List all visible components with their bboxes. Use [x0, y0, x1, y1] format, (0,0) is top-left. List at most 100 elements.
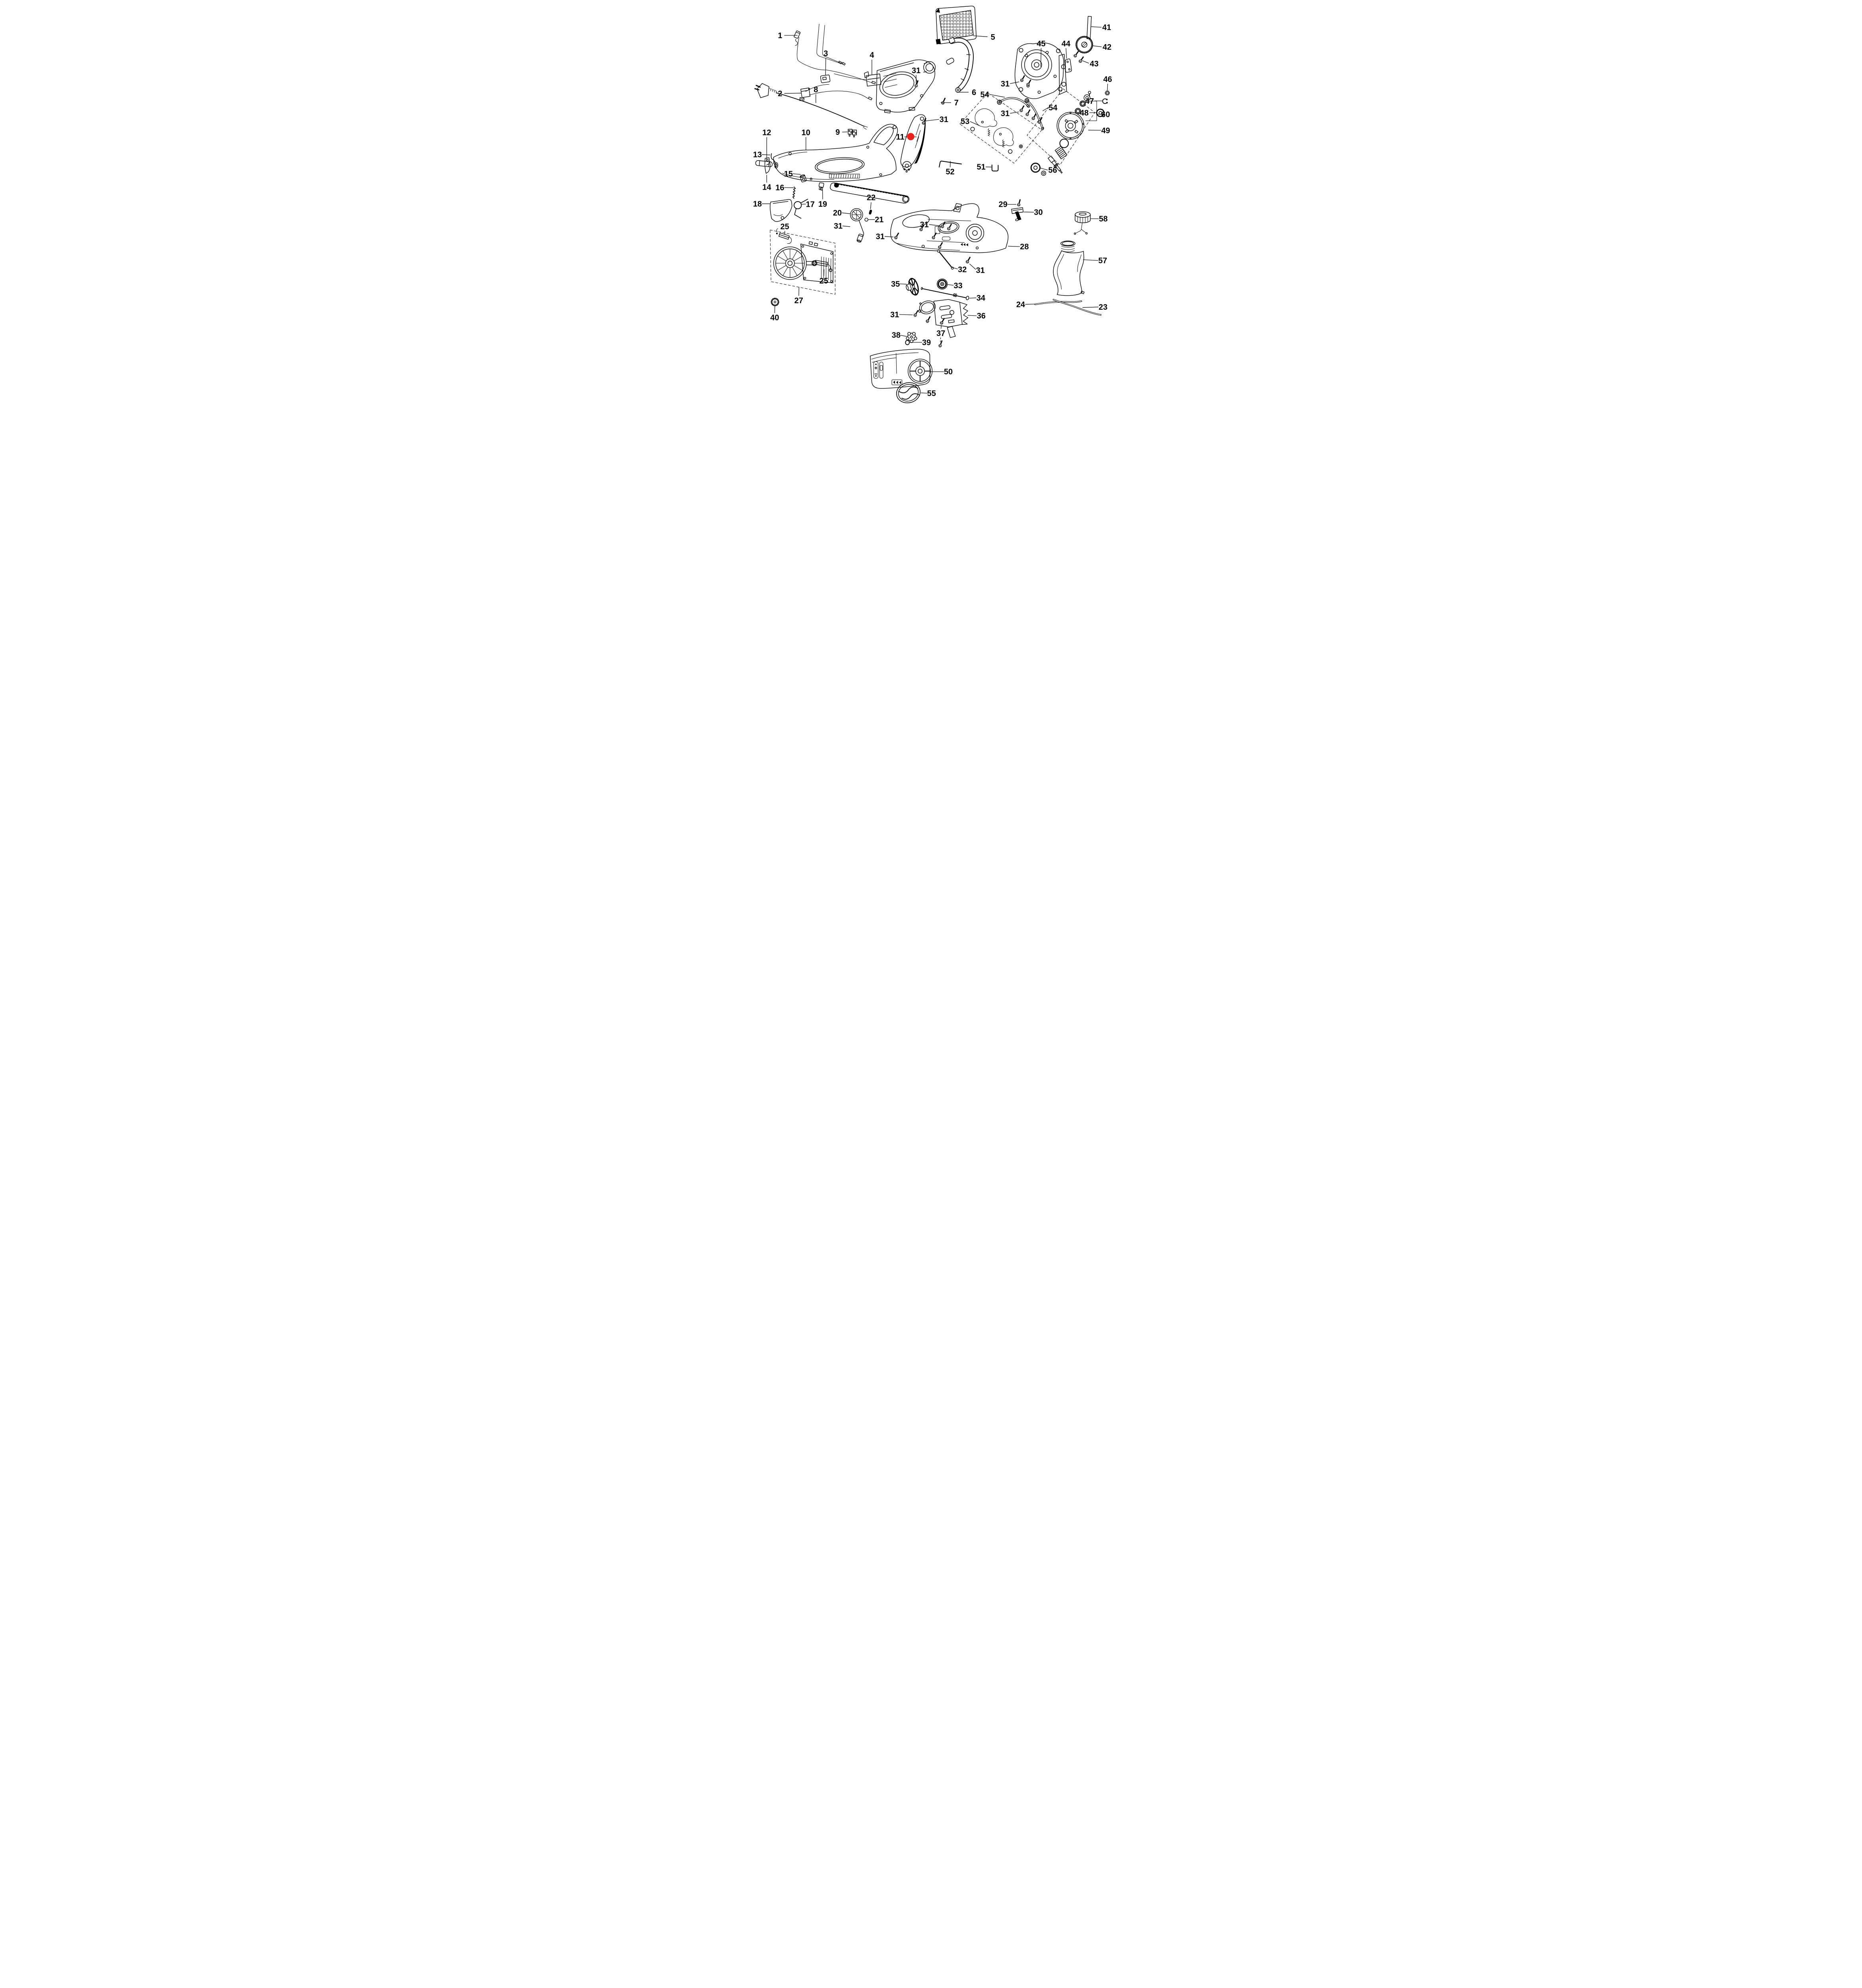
callout-5866[interactable]: 58 [1090, 215, 1108, 223]
part-number-label[interactable]: 44 [1061, 39, 1070, 48]
callout-4956[interactable]: 49 [1088, 126, 1110, 135]
callout-3134[interactable]: 31 [833, 222, 850, 231]
part-number-label[interactable]: 31 [976, 266, 984, 275]
callout-3131[interactable]: 31 [1000, 80, 1019, 88]
callout-2019[interactable]: 20 [833, 209, 850, 217]
part-number-label[interactable]: 54 [1048, 103, 1057, 112]
part-number-label[interactable]: 1 [778, 31, 782, 40]
callout-109[interactable]: 10 [801, 128, 810, 150]
part-number-label[interactable]: 11 [896, 133, 904, 142]
callout-54[interactable]: 5 [973, 33, 995, 42]
part-number-label[interactable]: 7 [954, 99, 958, 107]
part-number-label[interactable]: 10 [801, 128, 810, 137]
callout-4451[interactable]: 44 [1061, 39, 1070, 59]
callout-98[interactable]: 9 [835, 128, 847, 137]
part-number-label[interactable]: 60 [1101, 110, 1110, 119]
part-number-label[interactable]: 31 [876, 233, 884, 241]
part-number-label[interactable]: 31 [939, 115, 948, 124]
callout-1918[interactable]: 19 [818, 189, 827, 209]
callout-2322[interactable]: 23 [1082, 303, 1107, 312]
part-number-label[interactable]: 32 [958, 266, 967, 274]
part-number-label[interactable]: 43 [1089, 60, 1098, 68]
part-number-label[interactable]: 42 [1103, 43, 1111, 52]
callout-5765[interactable]: 57 [1083, 256, 1107, 265]
part-number-label[interactable]: 55 [927, 389, 936, 398]
callout-32[interactable]: 3 [823, 49, 828, 76]
part-number-label[interactable]: 40 [770, 313, 779, 322]
part-number-label[interactable]: 18 [753, 200, 761, 208]
callout-4249[interactable]: 42 [1093, 43, 1111, 52]
callout-6067[interactable]: 60 [1097, 110, 1110, 119]
callout-1716[interactable]: 17 [801, 200, 815, 209]
callout-87[interactable]: 8 [814, 85, 818, 103]
part-number-label[interactable]: 12 [762, 128, 771, 137]
callout-3239[interactable]: 32 [951, 266, 967, 274]
callout-43[interactable]: 4 [870, 51, 874, 75]
part-number-label[interactable]: 35 [891, 280, 900, 289]
callout-4855[interactable]: 48 [1080, 109, 1096, 117]
callout-76[interactable]: 7 [940, 99, 959, 107]
part-number-label[interactable]: 54 [980, 90, 989, 99]
part-number-label[interactable]: 51 [977, 163, 985, 172]
callout-1615[interactable]: 16 [775, 184, 794, 192]
callout-4552[interactable]: 45 [1037, 39, 1045, 67]
part-number-label[interactable]: 53 [961, 117, 969, 126]
callout-4350[interactable]: 43 [1081, 60, 1098, 68]
part-number-label[interactable]: 52 [946, 168, 954, 177]
callout-5360[interactable]: 53 [961, 117, 980, 126]
callout-4754[interactable]: 47 [1085, 97, 1102, 106]
part-number-label[interactable]: 6 [972, 88, 976, 97]
part-number-label[interactable]: 13 [753, 151, 761, 159]
callout-21[interactable]: 2 [778, 89, 801, 98]
part-number-label[interactable]: 20 [833, 209, 841, 217]
callout-2525[interactable]: 25 [819, 269, 828, 285]
part-number-label[interactable]: 4 [870, 51, 874, 60]
part-number-label[interactable]: 47 [1085, 97, 1094, 106]
part-number-label[interactable]: 25 [819, 277, 828, 285]
callout-2120[interactable]: 21 [868, 215, 883, 224]
part-number-label[interactable]: 2 [778, 89, 782, 98]
callout-1817[interactable]: 18 [753, 200, 770, 208]
callout-3130[interactable]: 31 [912, 66, 920, 84]
part-number-label[interactable]: 57 [1098, 256, 1107, 265]
callout-3029[interactable]: 30 [1023, 208, 1043, 217]
part-number-label[interactable]: 31 [920, 221, 928, 229]
part-number-label[interactable]: 15 [784, 170, 792, 179]
callout-3137[interactable]: 31 [969, 264, 984, 275]
part-number-label[interactable]: 38 [891, 331, 900, 340]
part-number-label[interactable]: 31 [912, 66, 920, 75]
part-number-label[interactable]: 21 [875, 215, 883, 224]
callout-5664[interactable]: 56 [1040, 166, 1057, 175]
callout-1413[interactable]: 14 [762, 175, 771, 192]
part-number-label[interactable]: 46 [1103, 75, 1112, 84]
part-number-label[interactable]: 30 [1034, 208, 1043, 217]
callout-3542[interactable]: 35 [891, 280, 907, 289]
callout-1211[interactable]: 12 [762, 128, 771, 161]
part-number-label[interactable]: 9 [835, 128, 840, 137]
part-number-label[interactable]: 56 [1048, 166, 1057, 175]
callout-3136[interactable]: 31 [876, 233, 893, 241]
callout-1312[interactable]: 13 [753, 151, 770, 159]
callout-2928[interactable]: 29 [998, 200, 1016, 209]
part-number-label[interactable]: 31 [833, 222, 842, 231]
part-number-label[interactable]: 34 [976, 294, 985, 303]
callout-5158[interactable]: 51 [977, 163, 992, 172]
callout-3135[interactable]: 31 [920, 221, 940, 229]
callout-2524[interactable]: 25 [780, 223, 789, 234]
part-number-label[interactable]: 58 [1099, 215, 1107, 223]
part-number-label[interactable]: 8 [814, 85, 818, 94]
part-number-label[interactable]: 33 [953, 282, 962, 290]
callout-2423[interactable]: 24 [1016, 300, 1035, 309]
callout-3340[interactable]: 33 [947, 282, 962, 290]
callout-10[interactable]: 1 [778, 31, 798, 40]
part-number-label[interactable]: 41 [1102, 23, 1111, 32]
part-number-label[interactable]: 16 [775, 184, 784, 192]
part-number-label[interactable]: 5 [990, 33, 995, 42]
selected-part-marker[interactable] [907, 133, 914, 140]
callout-3744[interactable]: 37 [936, 325, 945, 344]
part-number-label[interactable]: 49 [1101, 126, 1110, 135]
callout-65[interactable]: 6 [956, 88, 976, 97]
callout-5462[interactable]: 54 [1042, 103, 1057, 112]
part-number-label[interactable]: 17 [806, 200, 814, 209]
part-number-label[interactable]: 45 [1037, 39, 1045, 48]
